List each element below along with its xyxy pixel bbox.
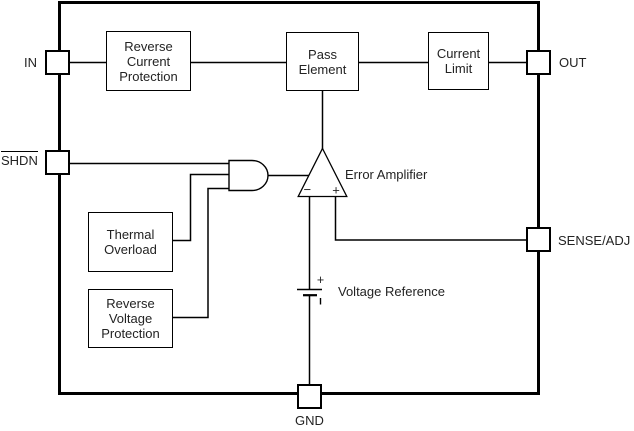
- block-label-line: Overload: [104, 242, 157, 257]
- block-label-line: Voltage: [108, 311, 153, 326]
- block-reverse-voltage-protection: Reverse Voltage Protection: [88, 289, 173, 348]
- shdn-overline-text: SHDN: [1, 151, 38, 168]
- block-label-line: Limit: [444, 61, 473, 76]
- block-label-line: Thermal: [106, 227, 155, 242]
- voltage-reference-label: Voltage Reference: [338, 284, 445, 299]
- block-label-line: Pass: [308, 46, 337, 62]
- pin-label-in: IN: [24, 55, 37, 70]
- block-thermal-overload: Thermal Overload: [88, 212, 173, 272]
- block-pass-element: Pass Element: [286, 32, 359, 91]
- pin-in: [45, 50, 70, 75]
- block-label-line: Protection: [119, 68, 178, 84]
- block-label-line: Element: [298, 61, 347, 77]
- pin-sense-adj: [526, 227, 551, 252]
- block-label-line: Current: [126, 53, 171, 69]
- block-reverse-current-protection: Reverse Current Protection: [106, 31, 191, 91]
- pin-shdn: [45, 150, 70, 175]
- block-current-limit: Current Limit: [428, 32, 489, 90]
- block-label-line: Reverse: [106, 296, 155, 311]
- block-label-line: Protection: [101, 326, 160, 341]
- pin-label-sense-adj: SENSE/ADJ: [558, 233, 631, 248]
- block-label-line: Current: [436, 46, 481, 61]
- error-amplifier-label: Error Amplifier: [345, 167, 428, 182]
- block-label-line: Reverse: [124, 38, 173, 54]
- pin-out: [526, 50, 551, 75]
- pin-gnd: [297, 384, 322, 409]
- pin-label-shdn: SHDN: [1, 151, 38, 168]
- pin-label-gnd: GND: [295, 413, 324, 428]
- pin-label-out: OUT: [559, 55, 587, 70]
